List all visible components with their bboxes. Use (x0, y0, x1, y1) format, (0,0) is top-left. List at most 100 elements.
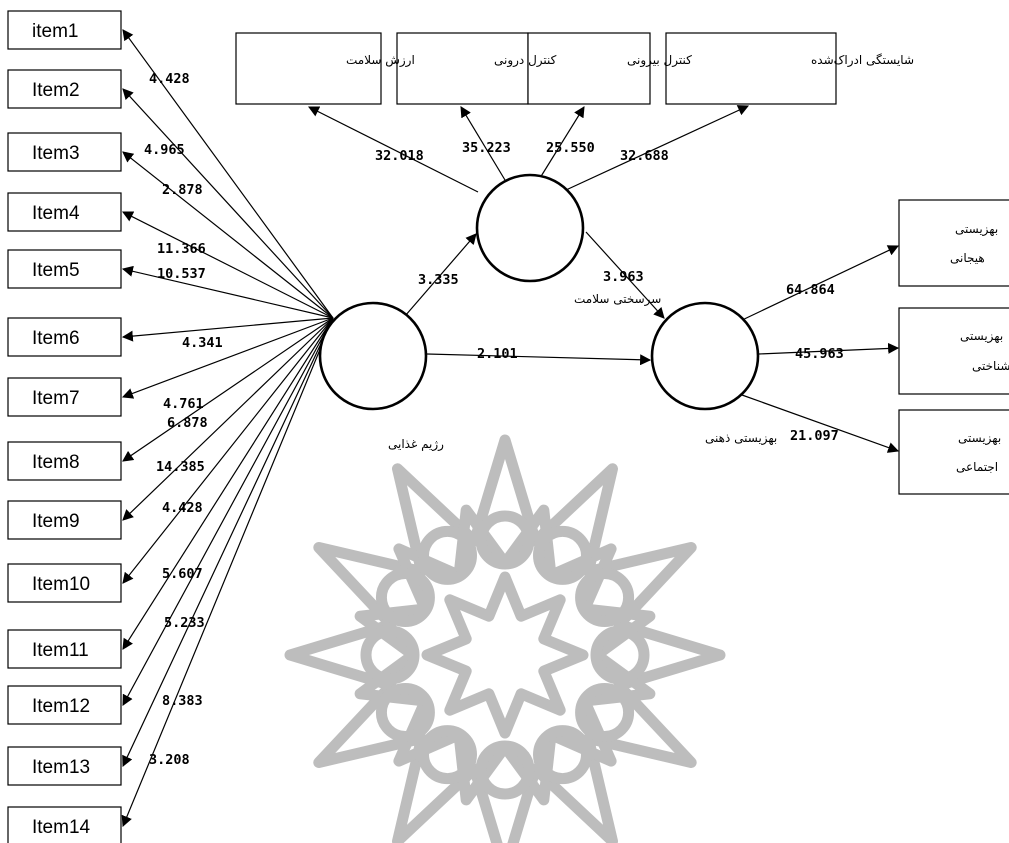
watermark-star-middle (354, 504, 656, 806)
arrow-to-competence (565, 105, 749, 191)
indicator-box-emotional (898, 199, 1009, 287)
item-coef-4: 11.366 (157, 241, 206, 257)
latent-mental-wellbeing (650, 301, 760, 411)
indicator-social-line2: اجتماعی (956, 460, 998, 474)
watermark-petal (418, 725, 477, 785)
arrow-to-psychological (758, 342, 900, 355)
indicator-health-value: ارزش سلامت (346, 53, 415, 68)
item-box-5 (7, 249, 122, 289)
item-label-13: Item13 (32, 757, 90, 778)
watermark-petal (375, 683, 435, 742)
item-box-1 (7, 10, 122, 50)
coef-internal-control: 35.223 (462, 140, 511, 156)
item-coef-6: 4.341 (182, 335, 223, 351)
item-label-1: item1 (32, 21, 78, 42)
watermark-star-inner (421, 571, 589, 739)
item-box-13 (7, 746, 122, 786)
item-label-2: Item2 (32, 80, 80, 101)
item-line-14 (121, 317, 334, 828)
latent-diet (318, 301, 428, 411)
item-label-6: Item6 (32, 328, 80, 349)
coef-social: 21.097 (790, 428, 839, 444)
item-indicators: item1Item2Item3Item4Item5Item6Item7Item8… (7, 10, 122, 843)
watermark-petal (418, 525, 477, 585)
item-label-11: Item11 (32, 640, 89, 661)
indicator-box-internal-control (396, 32, 529, 105)
item-line-3 (122, 151, 334, 319)
coef-competence: 32.688 (620, 148, 669, 164)
indicator-social-line1: بهزیستی (958, 431, 1001, 446)
item-coef-9: 14.385 (156, 459, 205, 475)
item-line-1 (122, 29, 334, 319)
item-coef-11: 5.607 (162, 566, 203, 582)
watermark-petal (533, 525, 592, 585)
item-box-10 (7, 563, 122, 603)
item-coef-8: 6.878 (167, 415, 208, 431)
coef-psychological: 45.963 (795, 346, 844, 362)
item-coef-13: 8.383 (162, 693, 203, 709)
item-line-5 (121, 265, 334, 319)
item-label-7: Item7 (32, 388, 80, 409)
item-label-9: Item9 (32, 511, 80, 532)
item-box-2 (7, 69, 122, 109)
indicator-box-social (898, 409, 1009, 495)
watermark-petal (575, 568, 635, 627)
item-label-5: Item5 (32, 260, 80, 281)
indicator-box-psychological (898, 307, 1009, 395)
indicator-box-external-control (527, 32, 651, 105)
indicator-external-control: کنترل بیرونی (627, 53, 692, 68)
item-box-6 (7, 317, 122, 357)
item-coef-3: 2.878 (162, 182, 203, 198)
indicator-box-competence (665, 32, 837, 105)
coef-diet-to-wellbeing: 2.101 (477, 346, 518, 362)
item-coef-14: 3.208 (149, 752, 190, 768)
item-line-9 (122, 317, 334, 521)
arrow-to-social (741, 394, 900, 453)
item-box-7 (7, 377, 122, 417)
item-box-14 (7, 806, 122, 843)
indicator-psychological-line2: روانشناختی (972, 359, 1009, 374)
item-box-3 (7, 132, 122, 172)
arrow-diet-to-wellbeing (426, 353, 652, 366)
indicator-internal-control: کنترل درونی (494, 53, 557, 68)
item-coef-1: 4.428 (149, 71, 190, 87)
latent-label-diet: رژیم غذایی (388, 437, 444, 452)
watermark-petal (475, 740, 535, 800)
item-coef-7: 4.761 (163, 396, 204, 412)
watermark-petal (360, 625, 420, 685)
item-loading-lines (121, 29, 334, 828)
indicator-emotional-line1: بهزیستی (955, 222, 998, 237)
item-line-7 (121, 317, 334, 399)
coef-emotional: 64.864 (786, 282, 835, 298)
item-coefficients: 4.428 4.965 2.878 11.366 10.537 4.341 4.761 6.8… (144, 71, 223, 768)
indicator-competence: شایستگی ادراک‌شده (811, 53, 914, 68)
watermark-star-outer (284, 434, 726, 843)
coef-diet-to-hardiness: 3.335 (418, 272, 459, 288)
latent-label-hardiness: سرسختی سلامت (574, 292, 661, 307)
item-line-2 (122, 88, 334, 319)
arrow-to-internal-control (460, 106, 506, 181)
item-coef-2: 4.965 (144, 142, 185, 158)
item-label-12: Item12 (32, 696, 90, 717)
item-box-8 (7, 441, 122, 481)
watermark-petal (590, 625, 650, 685)
item-line-4 (122, 211, 334, 319)
latent-health-hardiness (475, 173, 585, 283)
item-coef-5: 10.537 (157, 266, 206, 282)
item-coef-12: 5.233 (164, 615, 205, 631)
coef-hardiness-to-wellbeing: 3.963 (603, 269, 644, 285)
arrow-to-emotional (737, 245, 899, 323)
watermark-logo (284, 434, 726, 843)
item-line-13 (122, 317, 334, 767)
watermark-petal (533, 725, 592, 785)
arrow-diet-to-hardiness (404, 233, 477, 317)
item-line-12 (122, 317, 334, 706)
arrow-hardiness-to-wellbeing (585, 231, 665, 319)
item-label-4: Item4 (32, 203, 80, 224)
indicator-box-health-value (235, 32, 382, 105)
item-line-11 (122, 317, 334, 650)
arrow-to-health-value (308, 106, 479, 193)
item-line-10 (122, 317, 334, 584)
item-box-4 (7, 192, 122, 232)
